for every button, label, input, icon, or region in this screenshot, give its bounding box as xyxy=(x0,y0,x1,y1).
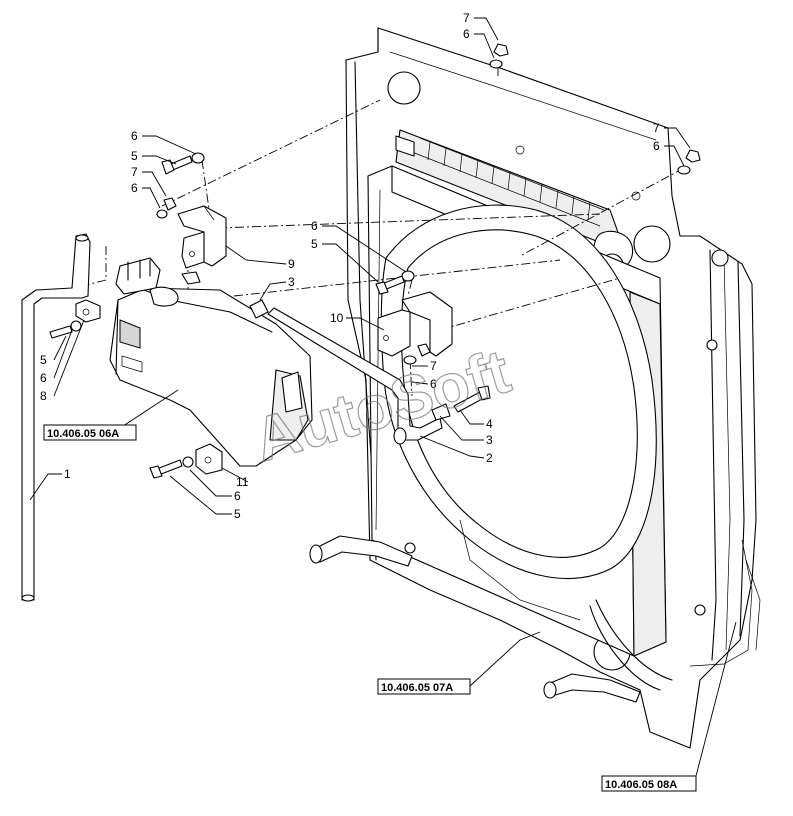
callout-2: 2 xyxy=(486,451,493,465)
callout-6-lower: 6 xyxy=(234,489,241,503)
expansion-tank xyxy=(109,257,313,467)
callout-6-middle: 6 xyxy=(311,219,318,233)
callout-5-upper-left: 5 xyxy=(131,149,138,163)
hose-1 xyxy=(21,233,91,602)
callout-3-lower: 3 xyxy=(486,433,493,447)
callout-4: 4 xyxy=(486,417,493,431)
ref-label-06a[interactable]: 10.406.05 06A xyxy=(47,428,119,440)
ref-label-07a[interactable]: 10.406.05 07A xyxy=(381,682,453,694)
ref-box-07a xyxy=(377,678,471,695)
bracket-9 xyxy=(177,205,227,269)
callout-11: 11 xyxy=(236,475,249,489)
clamp-11 xyxy=(195,443,223,475)
lower-hoses xyxy=(309,535,761,703)
callout-7-right: 7 xyxy=(653,121,660,135)
assembly-lines xyxy=(81,68,685,397)
ref-label-08a[interactable]: 10.406.05 08A xyxy=(605,779,677,791)
callout-3-upper: 3 xyxy=(288,275,295,289)
leader-lines xyxy=(29,17,737,777)
callout-7-top: 7 xyxy=(463,11,470,25)
pipe-2 xyxy=(267,307,443,445)
ref-box-08a xyxy=(601,775,697,792)
ref-box-06a xyxy=(43,424,137,441)
callout-10: 10 xyxy=(330,311,344,325)
callout-6-middle-2: 6 xyxy=(430,377,437,391)
clamp-8 xyxy=(75,299,101,323)
callout-numbers: 7 6 7 6 6 5 7 6 9 3 6 5 10 7 6 4 3 2 5 6… xyxy=(40,11,660,521)
callout-7-upper-left: 7 xyxy=(131,165,138,179)
callout-9: 9 xyxy=(288,257,295,271)
callout-5-left: 5 xyxy=(40,353,47,367)
callout-1: 1 xyxy=(64,467,71,481)
reference-labels: 10.406.05 06A 10.406.05 07A 10.406.05 08… xyxy=(43,424,697,792)
bracket-10 xyxy=(377,291,453,357)
callout-5-lower: 5 xyxy=(234,507,241,521)
callout-6-top: 6 xyxy=(463,27,470,41)
callout-6-upper-left-2: 6 xyxy=(131,181,138,195)
callout-6-upper-left: 6 xyxy=(131,129,138,143)
fasteners xyxy=(49,43,701,479)
callout-6-left: 6 xyxy=(40,371,47,385)
callout-6-right: 6 xyxy=(653,139,660,153)
callout-7-middle: 7 xyxy=(430,359,437,373)
callout-8: 8 xyxy=(40,389,47,403)
callout-5-middle: 5 xyxy=(311,237,318,251)
